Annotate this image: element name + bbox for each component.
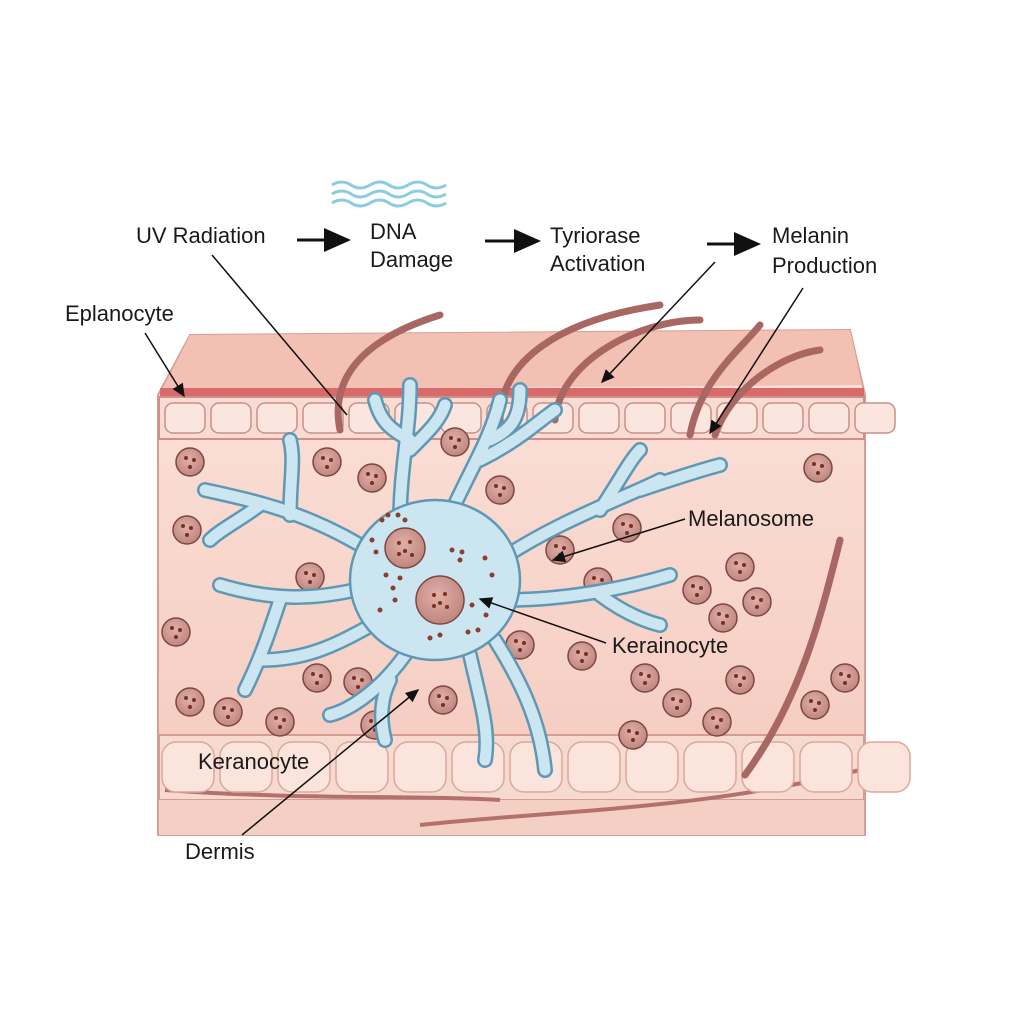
label-dermis: Dermis <box>185 839 255 864</box>
keratinocyte-cell <box>830 663 860 693</box>
leader-lines <box>144 254 804 836</box>
basal-cell <box>277 741 331 793</box>
label-tyriorase-2: Activation <box>550 251 646 276</box>
epidermal-cell <box>210 402 252 434</box>
keratinocyte-cell <box>440 427 470 457</box>
keratinocyte-cell <box>312 447 342 477</box>
label-uv-radiation: UV Radiation <box>136 223 266 248</box>
keratinocyte-cell <box>545 535 575 565</box>
keratinocyte-cell <box>172 515 202 545</box>
melanin-granule <box>489 572 495 578</box>
epidermal-cell <box>624 402 666 434</box>
keratinocyte-cell <box>161 617 191 647</box>
label-melanin-1: Melanin <box>772 223 850 248</box>
basal-cell <box>799 741 853 793</box>
keratinocyte-cell <box>702 707 732 737</box>
melanin-granule <box>475 627 481 633</box>
label-melanosome: Melanosome <box>688 506 814 531</box>
melanin-granule <box>427 635 433 641</box>
melanin-granule <box>397 575 403 581</box>
melanin-granule <box>483 612 489 618</box>
melanin-granule <box>373 549 379 555</box>
melanin-granule <box>449 547 455 553</box>
basal-cell <box>335 741 389 793</box>
label-dna-damage-1: DNA <box>370 219 417 244</box>
keratinocyte-cell <box>800 690 830 720</box>
basal-cell <box>393 741 447 793</box>
label-kerainocyte: Kerainocyte <box>612 633 729 658</box>
keratinocyte-cell <box>682 575 712 605</box>
label-tyriorase-1: Tyriorase <box>550 223 641 248</box>
keratinocyte-cell <box>302 663 332 693</box>
keratinocyte-cell <box>175 687 205 717</box>
keratinocyte-cell <box>567 641 597 671</box>
epidermal-cell <box>578 402 620 434</box>
basal-cell <box>683 741 737 793</box>
keratinocyte-cell <box>295 562 325 592</box>
melanin-granule <box>465 629 471 635</box>
melanin-granule <box>383 572 389 578</box>
melanin-granule <box>369 537 375 543</box>
keratinocyte-cell <box>630 663 660 693</box>
label-dna-damage-2: Damage <box>370 247 454 272</box>
keratinocyte-cell <box>213 697 243 727</box>
label-eplanocyte: Eplanocyte <box>65 301 174 326</box>
keratinocyte-cell <box>357 463 387 493</box>
melanin-granule <box>377 607 383 613</box>
melanin-granule <box>459 549 465 555</box>
epidermal-cell <box>164 402 206 434</box>
label-melanin-2: Production <box>772 253 878 278</box>
basal-cell <box>567 741 621 793</box>
melanin-granule <box>392 597 398 603</box>
keratinocyte-cell <box>725 552 755 582</box>
keratinocyte-cell <box>618 720 648 750</box>
melanocyte-nucleus <box>384 527 426 569</box>
hair-strands <box>334 301 844 779</box>
stratum-corneum <box>162 330 862 390</box>
melanin-granule <box>379 517 385 523</box>
melanocyte-nucleus <box>415 575 465 625</box>
uv-waves-icon <box>331 180 447 208</box>
melanin-granule <box>457 557 463 563</box>
melanin-granule <box>469 602 475 608</box>
keratinocyte-cell <box>175 447 205 477</box>
basal-cell <box>625 741 679 793</box>
epidermal-cell <box>302 402 344 434</box>
keratinocyte-cell <box>803 453 833 483</box>
basal-cell <box>857 741 911 793</box>
melanin-granule <box>395 512 401 518</box>
epidermal-cell <box>256 402 298 434</box>
melanin-granule <box>437 632 443 638</box>
keratinocyte-cell <box>742 587 772 617</box>
keratinocyte-cell <box>485 475 515 505</box>
melanin-granule <box>402 517 408 523</box>
basal-cell <box>451 741 505 793</box>
melanin-granule <box>385 512 391 518</box>
label-keranocyte: Keranocyte <box>198 749 310 774</box>
basal-cell <box>161 741 215 793</box>
keratinocyte-cell <box>265 707 295 737</box>
epidermal-cell <box>854 402 896 434</box>
keratinocyte-cell <box>725 665 755 695</box>
basal-cell <box>219 741 273 793</box>
melanin-granule <box>390 585 396 591</box>
epidermal-cell <box>762 402 804 434</box>
keratinocyte-cell <box>662 688 692 718</box>
keratinocyte-cell <box>708 603 738 633</box>
melanin-granule <box>482 555 488 561</box>
keratinocyte-cell <box>505 630 535 660</box>
flow-arrows <box>297 228 761 256</box>
melanocyte <box>197 377 728 778</box>
keratinocyte-cell <box>428 685 458 715</box>
epidermal-cell <box>808 402 850 434</box>
